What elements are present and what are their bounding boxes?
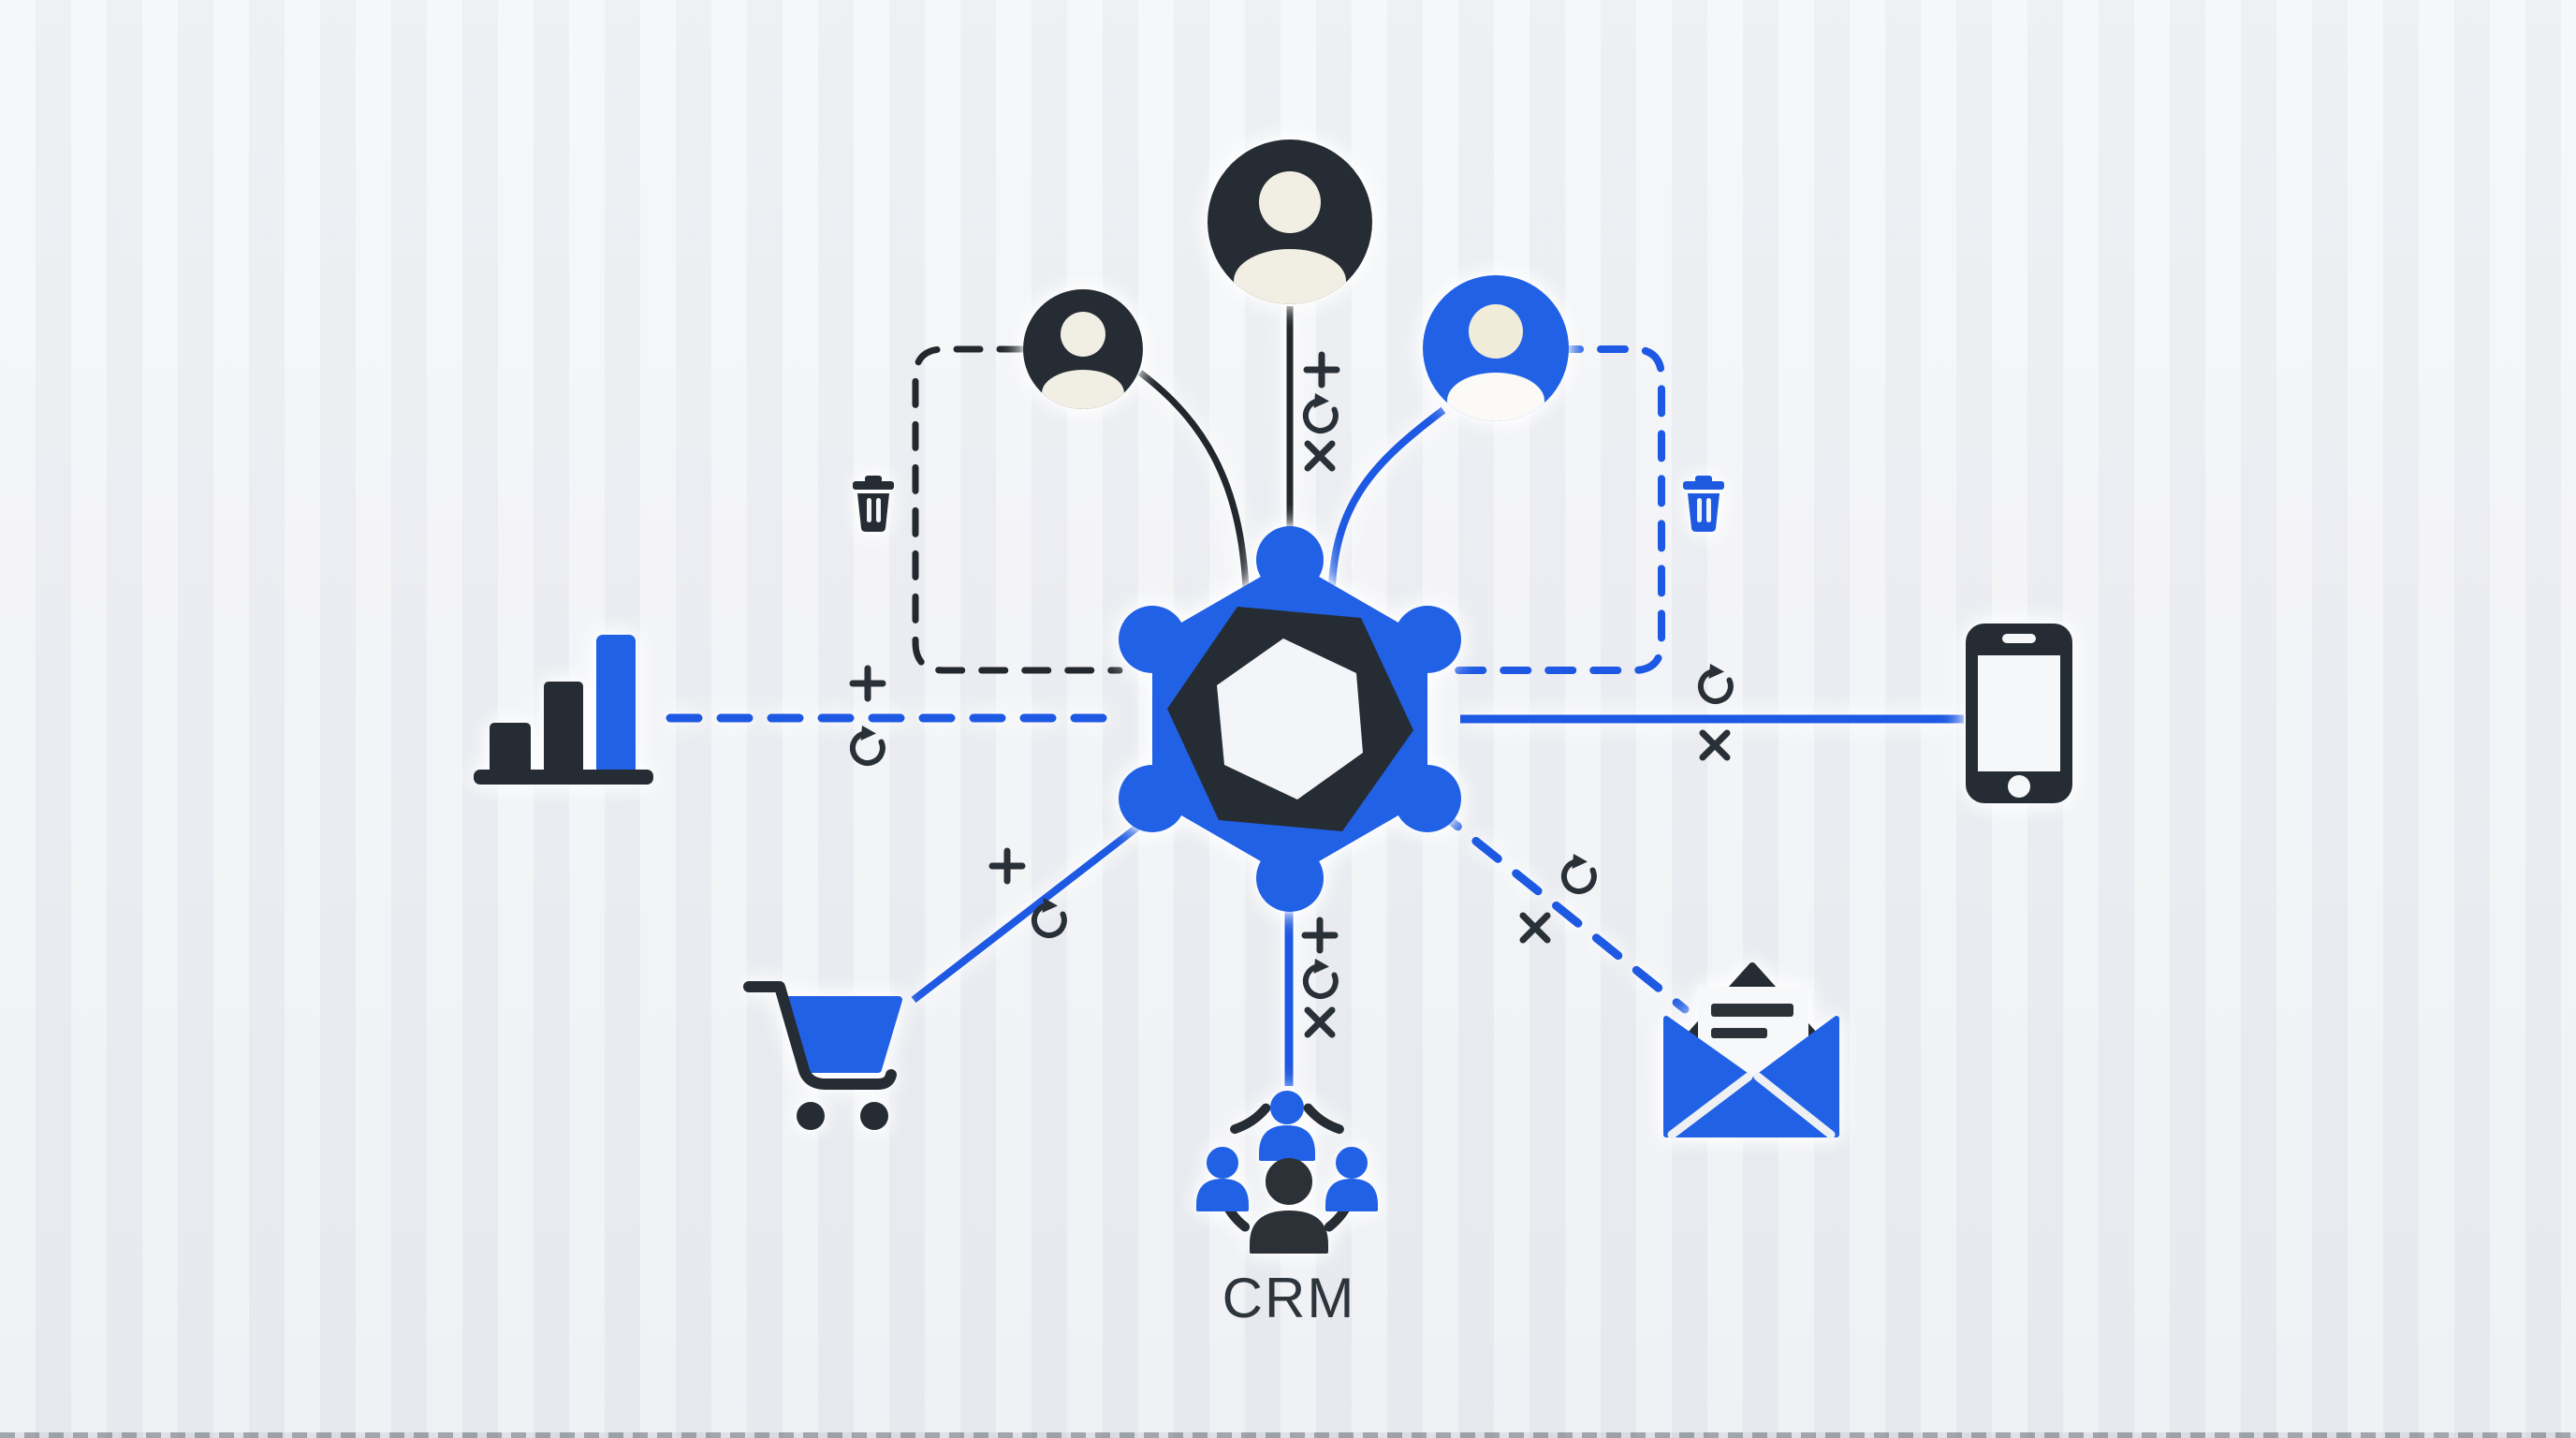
user-icon-right-blue [1423,275,1569,421]
shopping-cart-icon [743,981,902,1130]
add-icon [853,668,883,698]
email-icon [1663,962,1839,1139]
bottom-edge-artifact [0,1432,2576,1438]
smartphone-icon [1966,624,2072,803]
user-icon-left [1023,289,1143,409]
bar-chart-icon [474,635,653,785]
remove-icon [1308,444,1332,468]
remove-icon [1308,1010,1332,1034]
edge-lines [666,306,1964,1086]
sync-icon [853,726,883,763]
sync-zone-left [912,345,1123,674]
sync-zone-right [1445,345,1665,674]
sync-icon [1306,393,1336,431]
edge-cart [911,803,1166,1004]
network-hub-icon [1119,526,1461,912]
trash-icon-left [853,476,894,532]
hub-core-white [1217,638,1363,800]
add-icon [1305,920,1335,950]
sync-icon [1564,854,1594,891]
user-icon-top [1208,139,1372,304]
sync-icon [1306,959,1336,996]
remove-icon [1703,733,1727,757]
trash-icon-right [1683,476,1724,532]
edge-email [1431,804,1690,1014]
crm-people-icon [1196,1091,1378,1254]
sync-icon [1701,664,1731,701]
add-icon [1307,355,1337,385]
remove-icon [1523,916,1547,940]
edge-user-left [1137,370,1250,591]
add-icon [992,851,1022,881]
crm-label: CRM [1222,1267,1356,1329]
edge-user-right [1328,406,1446,586]
